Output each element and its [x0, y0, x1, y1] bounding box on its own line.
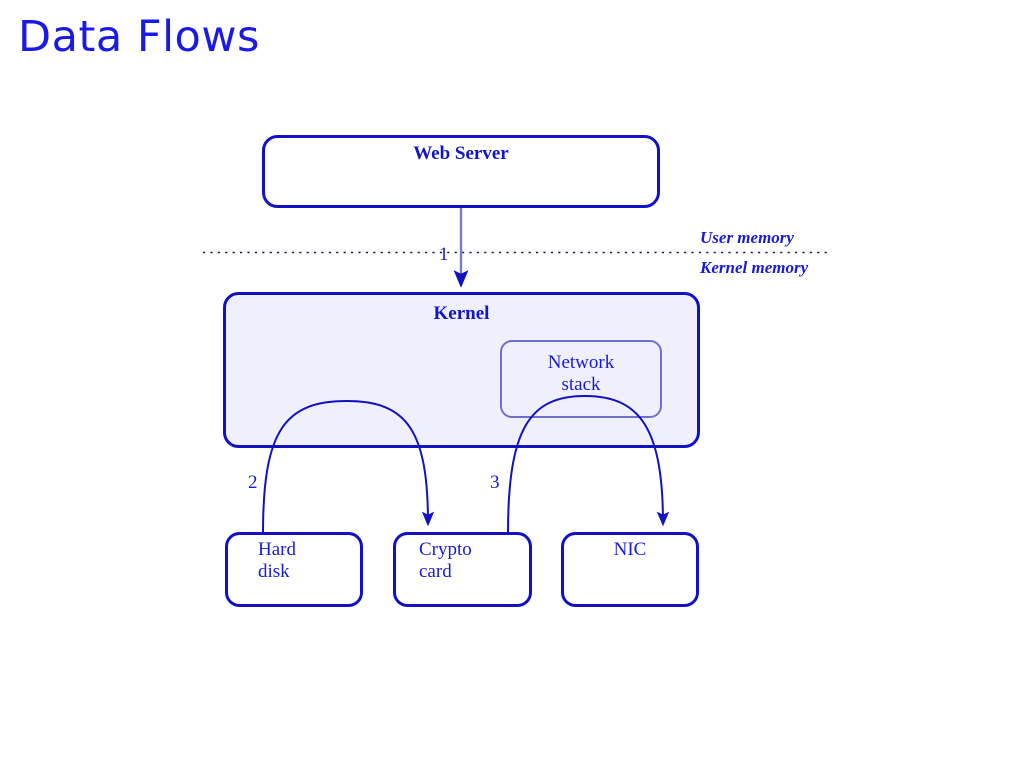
- hard-disk-label: Hard disk: [258, 539, 296, 583]
- crypto-card-box[interactable]: [393, 532, 532, 607]
- flow-3-arrow: [507, 394, 670, 534]
- kernel-memory-label: Kernel memory: [700, 258, 809, 277]
- kernel-label: Kernel: [433, 303, 490, 324]
- nic-box[interactable]: [561, 532, 699, 607]
- flow-number-2: 2: [248, 472, 258, 493]
- flow-2-arrow: [262, 399, 435, 534]
- nic-label: NIC: [613, 539, 647, 560]
- hard-disk-box[interactable]: [225, 532, 363, 607]
- page-title: Data Flows: [18, 12, 260, 62]
- web-server-box[interactable]: [262, 135, 660, 208]
- user-memory-label: User memory: [700, 228, 794, 247]
- network-stack-box[interactable]: [500, 340, 662, 418]
- flow-number-3: 3: [490, 472, 500, 493]
- flow-number-1: 1: [439, 244, 449, 265]
- web-server-label: Web Server: [413, 143, 509, 164]
- network-stack-label: Network stack: [547, 352, 615, 396]
- crypto-card-label: Crypto card: [419, 539, 472, 583]
